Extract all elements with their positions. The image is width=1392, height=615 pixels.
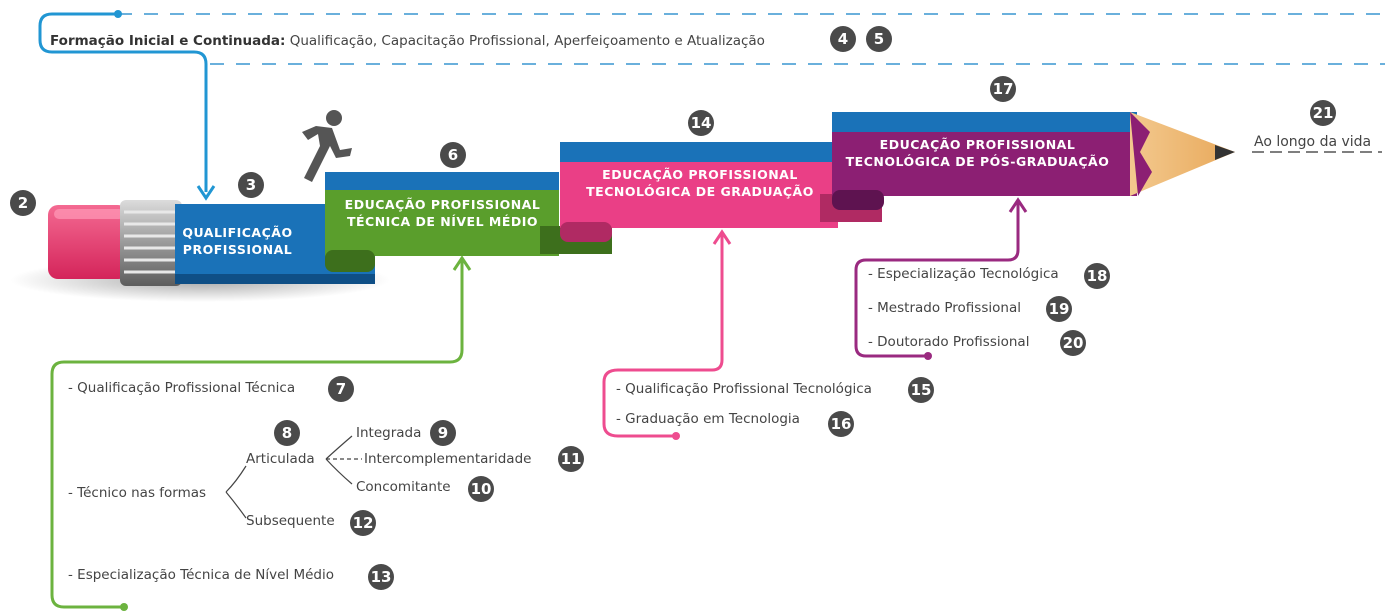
- badge-13: 13: [368, 564, 394, 590]
- item-qualificacao-tecnica: - Qualificação Profissional Técnica: [68, 380, 296, 396]
- eraser: [48, 205, 128, 279]
- item-especializacao-tecnica: - Especialização Técnica de Nível Médio: [68, 567, 335, 583]
- segment-tecnica-line1: EDUCAÇÃO PROFISSIONAL: [344, 197, 541, 212]
- item-integrada: Integrada: [356, 425, 422, 441]
- item-mestrado: - Mestrado Profissional: [868, 300, 1021, 316]
- badge-14: 14: [688, 110, 714, 136]
- badge-6: 6: [440, 142, 466, 168]
- segment-qualificacao-line1: QUALIFICAÇÃO: [182, 225, 293, 240]
- badge-8: 8: [274, 420, 300, 446]
- badge-5: 5: [866, 26, 892, 52]
- green-connector: [50, 255, 472, 611]
- badge-11: 11: [558, 446, 584, 472]
- item-doutorado: - Doutorado Profissional: [868, 334, 1030, 350]
- item-especializacao-tecnologica: - Especialização Tecnológica: [868, 266, 1059, 282]
- segment-qualificacao-label: QUALIFICAÇÃO PROFISSIONAL: [180, 224, 295, 258]
- segment-qualificacao-line2: PROFISSIONAL: [182, 242, 293, 257]
- badge-3: 3: [238, 172, 264, 198]
- badge-2: 2: [10, 190, 36, 216]
- badge-4: 4: [830, 26, 856, 52]
- item-qualificacao-tecnologica: - Qualificação Profissional Tecnológica: [616, 381, 872, 397]
- item-graduacao-tecnologia: - Graduação em Tecnologia: [616, 411, 800, 427]
- segment-pos-label: EDUCAÇÃO PROFISSIONAL TECNOLÓGICA DE PÓS…: [840, 136, 1115, 170]
- pink-connector: [602, 229, 732, 440]
- badge-15: 15: [908, 377, 934, 403]
- badge-16: 16: [828, 411, 854, 437]
- fic-title: Formação Inicial e Continuada: Qualifica…: [50, 33, 765, 49]
- top-connector: [38, 10, 1385, 201]
- segment-tecnica-line2: TÉCNICA DE NÍVEL MÉDIO: [346, 214, 539, 229]
- segment-graduacao-line2: TECNOLÓGICA DE GRADUAÇÃO: [586, 184, 814, 199]
- badge-10: 10: [468, 476, 494, 502]
- item-concomitante: Concomitante: [356, 479, 451, 495]
- segment-graduacao-line1: EDUCAÇÃO PROFISSIONAL: [602, 167, 798, 182]
- item-tecnico-formas: - Técnico nas formas: [68, 485, 207, 501]
- segment-pos-line1: EDUCAÇÃO PROFISSIONAL: [879, 137, 1076, 152]
- fic-title-bold: Formação Inicial e Continuada:: [50, 33, 286, 49]
- segment-tecnica-label: EDUCAÇÃO PROFISSIONAL TÉCNICA DE NÍVEL M…: [330, 196, 555, 230]
- badge-19: 19: [1046, 296, 1072, 322]
- item-intercomplementaridade: Intercomplementaridade: [364, 451, 532, 467]
- form-tree: [225, 435, 362, 519]
- fic-title-rest: Qualificação, Capacitação Profissional, …: [285, 33, 765, 49]
- segment-graduacao-label: EDUCAÇÃO PROFISSIONAL TECNOLÓGICA DE GRA…: [570, 166, 830, 200]
- item-subsequente: Subsequente: [246, 513, 335, 529]
- runner-icon: [302, 110, 352, 182]
- badge-20: 20: [1060, 330, 1086, 356]
- badge-17: 17: [990, 76, 1016, 102]
- badge-7: 7: [328, 376, 354, 402]
- badge-9: 9: [430, 420, 456, 446]
- end-label: Ao longo da vida: [1254, 134, 1372, 150]
- segment-pos: [832, 112, 1235, 210]
- badge-18: 18: [1084, 263, 1110, 289]
- purple-connector: [854, 197, 1028, 360]
- segment-graduacao: [560, 142, 882, 242]
- ferrule: [120, 200, 182, 286]
- badge-12: 12: [350, 510, 376, 536]
- item-articulada: Articulada: [246, 451, 315, 467]
- segment-pos-line2: TECNOLÓGICA DE PÓS-GRADUAÇÃO: [845, 154, 1110, 169]
- badge-21: 21: [1310, 100, 1336, 126]
